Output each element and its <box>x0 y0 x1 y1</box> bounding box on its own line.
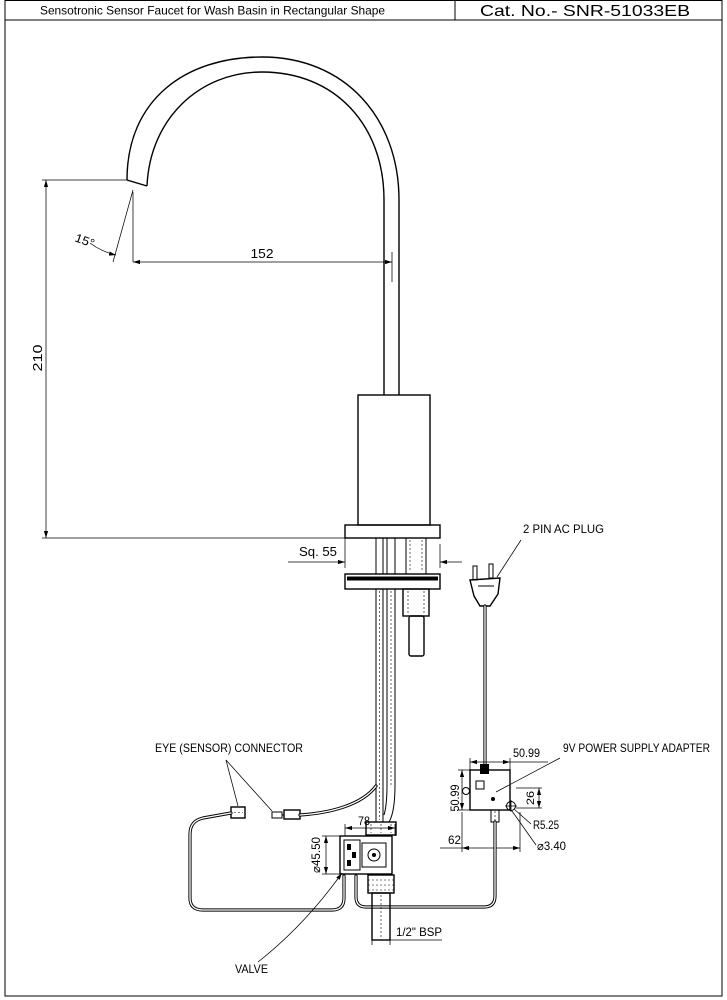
adapter-terminal <box>475 780 485 790</box>
power-adapter-callout: 9V POWER SUPPLY ADAPTER <box>495 741 710 793</box>
sensor-connector-label: EYE (SENSOR) CONNECTOR <box>155 741 303 755</box>
mounting-hole-radius-callout: R5.25 <box>513 808 559 832</box>
hole-radius-leader <box>513 808 532 825</box>
adapter-height-dimension: 50.99 <box>448 769 470 812</box>
valve-diameter-value: ⌀45.50 <box>309 837 323 873</box>
title-block-frame <box>4 0 723 21</box>
washer-gasket <box>347 576 438 581</box>
ac-plug <box>469 563 501 607</box>
outlet-thread-value: 1/2" BSP <box>396 925 442 939</box>
hole-diameter-value: ⌀3.40 <box>537 839 566 853</box>
height-value: 210 <box>30 345 45 372</box>
ac-plug-callout: 2 PIN AC PLUG <box>496 522 604 578</box>
sensor-connector-leader <box>225 759 273 812</box>
mounting-washer <box>344 573 441 590</box>
valve-diaphragm <box>367 848 381 862</box>
adapter-housing <box>469 769 511 811</box>
sensor-connector-leader <box>225 759 239 807</box>
height-dimension: 210 <box>30 179 345 539</box>
spout-angle-dimension: 15° <box>73 189 134 263</box>
adapter-width-dimension: 50.99 <box>469 746 548 770</box>
adapter-loop-core <box>355 821 496 908</box>
mounting-hole-diameter-callout: ⌀3.40 <box>511 810 566 853</box>
faucet-body <box>344 394 441 539</box>
adapter-mount-spacing-dimension: 62 <box>440 812 521 852</box>
spout-inner-edge <box>146 71 385 395</box>
valve-chamber <box>361 842 387 868</box>
stud-rod <box>408 615 425 657</box>
adapter-indicator <box>491 797 495 801</box>
adapter-cable-entry <box>480 764 489 774</box>
spout <box>126 56 400 395</box>
hole-diameter-leader <box>511 810 537 846</box>
base-size-value: Sq. 55 <box>299 544 337 559</box>
valve-coil-winding <box>347 860 351 866</box>
hole-radius-value: R5.25 <box>533 818 559 832</box>
adapter-bracket-dimension: 26 <box>516 787 542 809</box>
supply-hoses <box>375 589 396 823</box>
spout-angle-value: 15° <box>73 231 97 251</box>
valve-coil <box>343 839 361 871</box>
base-plate <box>344 524 441 539</box>
spout-reach-value: 152 <box>251 246 274 261</box>
valve-length-dimension: 78 <box>344 814 396 836</box>
ac-plug-label: 2 PIN AC PLUG <box>523 522 604 536</box>
power-supply-adapter <box>462 764 517 823</box>
drawing-border <box>4 20 723 997</box>
valve-diameter-dimension: ⌀45.50 <box>309 835 340 875</box>
drawing-title: Sensotronic Sensor Faucet for Wash Basin… <box>40 4 385 18</box>
spout-angle-arc <box>89 242 117 256</box>
sensor-cable-core <box>299 785 377 816</box>
sensor-connector-callout: EYE (SENSOR) CONNECTOR <box>155 741 303 812</box>
valve-plunger <box>372 853 376 857</box>
hose-b-edge <box>388 589 396 823</box>
catalog-number: Cat. No.- SNR-51033EB <box>480 3 690 20</box>
sensor-loop-core <box>189 812 345 911</box>
valve-body <box>339 835 393 875</box>
spout-outlet-face <box>126 179 148 187</box>
valve-leader <box>257 872 343 963</box>
valve-coil-winding <box>347 844 351 850</box>
mount-spacing-value: 62 <box>448 833 461 847</box>
spout-reach-dimension: 152 <box>133 246 393 282</box>
base-size-dimension: Sq. 55 <box>288 544 462 565</box>
hose-b-edge <box>383 589 388 816</box>
title-block: Sensotronic Sensor Faucet for Wash Basin… <box>4 0 723 21</box>
sensor-cable-loop <box>188 811 346 912</box>
outlet-thread-dimension: 1/2" BSP <box>371 925 442 945</box>
mounting-stud <box>402 588 430 657</box>
plug-body <box>469 577 501 607</box>
adapter-cable-loop <box>354 820 497 909</box>
power-adapter-label: 9V POWER SUPPLY ADAPTER <box>563 741 710 755</box>
valve-coil-winding <box>352 852 356 858</box>
adapter-height-value: 50.99 <box>448 784 462 811</box>
valve-label: VALVE <box>235 962 268 976</box>
sensor-cable-to-faucet <box>282 784 378 817</box>
spout-angle-reference-line <box>112 189 134 263</box>
ac-plug-leader <box>496 539 522 578</box>
power-adapter-leader <box>495 757 561 793</box>
valve-callout: VALVE <box>235 872 343 976</box>
valve-length-value: 78 <box>358 814 370 828</box>
adapter-bracket-value: 26 <box>525 791 537 805</box>
spout-outer-edge <box>126 56 400 395</box>
washer-plate <box>344 573 441 590</box>
adapter-width-value: 50.99 <box>513 746 540 760</box>
